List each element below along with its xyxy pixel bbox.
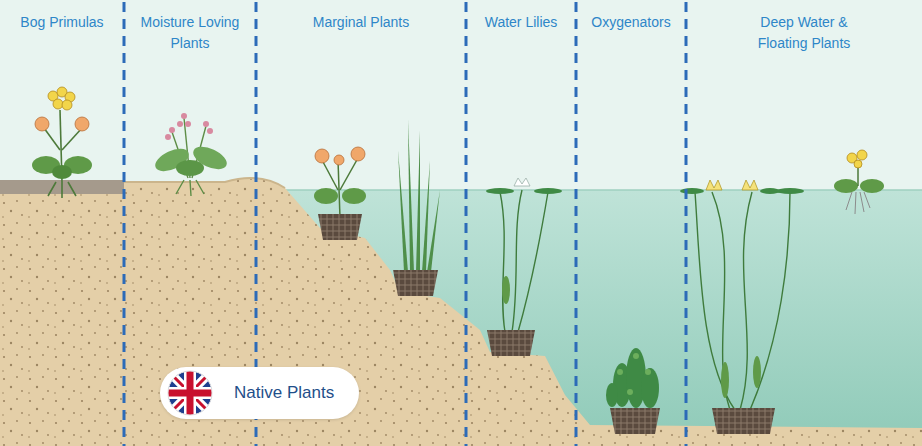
zone-heading: Marginal Plants <box>266 12 456 33</box>
badge-label: Native Plants <box>234 383 334 403</box>
native-plants-badge: Native Plants <box>160 367 359 419</box>
zone-heading: Deep Water & Floating Plants <box>739 12 869 54</box>
zone-heading: Oxygenators <box>581 12 681 33</box>
zone-heading: Bog Primulas <box>4 12 120 33</box>
union-flag-icon <box>167 370 213 416</box>
zone-heading: Water Lilies <box>471 12 571 33</box>
zone-heading: Moisture Loving Plants <box>134 12 246 54</box>
